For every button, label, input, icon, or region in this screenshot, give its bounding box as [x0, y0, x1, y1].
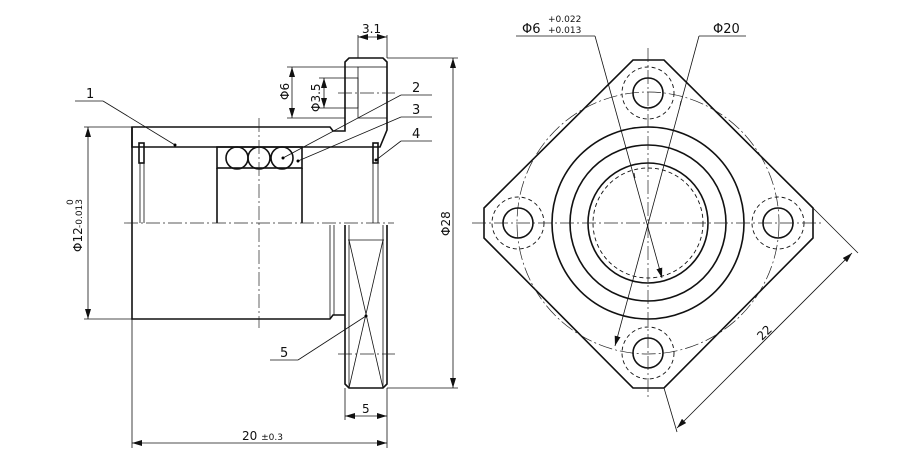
dim-body-dia: Φ12 0 -0.013: [66, 126, 132, 320]
svg-text:4: 4: [412, 127, 420, 142]
svg-text:Φ6: Φ6: [278, 83, 292, 100]
svg-text:Φ6: Φ6: [522, 22, 541, 37]
svg-text:+0.013: +0.013: [548, 26, 581, 36]
svg-text:1: 1: [86, 87, 94, 102]
dim-flange-dia: Φ28: [387, 57, 458, 389]
flange-outline: [344, 225, 388, 389]
svg-text:2: 2: [412, 81, 420, 96]
svg-text:3.1: 3.1: [362, 22, 381, 36]
balloon-2: 2: [281, 81, 432, 160]
dim-3-1: 3.1: [357, 22, 388, 58]
retaining-ring-right: [372, 142, 379, 164]
dim-overall-length: 20 ±0.3: [131, 319, 388, 448]
balloon-5: 5: [270, 314, 368, 361]
svg-text:22: 22: [754, 322, 775, 343]
balloon-3: 3: [296, 103, 432, 163]
dim-bore-dia: Φ6 +0.022 +0.013: [516, 15, 663, 279]
svg-text:5: 5: [362, 402, 370, 416]
side-section-view: 1 2 3 4 5 3.1 Φ6 Φ3.5 Φ12 0 -0.013: [66, 22, 458, 448]
svg-text:5: 5: [280, 346, 288, 361]
dim-counterbore-dia: Φ6: [278, 66, 358, 119]
housing-section-hatch: [131, 57, 388, 148]
dim-bolt-circle-dia: Φ20: [614, 22, 746, 347]
ball: [225, 146, 249, 170]
svg-text:Φ12: Φ12: [71, 227, 85, 252]
svg-text:0: 0: [66, 199, 76, 205]
svg-text:+0.022: +0.022: [548, 15, 581, 25]
svg-text:Φ28: Φ28: [439, 211, 453, 236]
balloon-1: 1: [75, 87, 177, 147]
retaining-ring-left: [138, 142, 145, 164]
dim-flange-width: 5: [344, 388, 388, 420]
svg-text:Φ20: Φ20: [713, 22, 740, 37]
svg-text:3: 3: [412, 103, 420, 118]
balloon-4: 4: [374, 127, 432, 162]
svg-text:Φ3.5: Φ3.5: [309, 83, 323, 112]
front-view: Φ6 +0.022 +0.013 Φ20 22: [472, 15, 859, 433]
ball: [270, 146, 294, 170]
dim-hole-dia: Φ3.5: [309, 77, 345, 112]
svg-text:20 ±0.3: 20 ±0.3: [242, 429, 283, 443]
svg-text:-0.013: -0.013: [75, 199, 85, 228]
dim-flange-22: 22: [663, 207, 859, 433]
